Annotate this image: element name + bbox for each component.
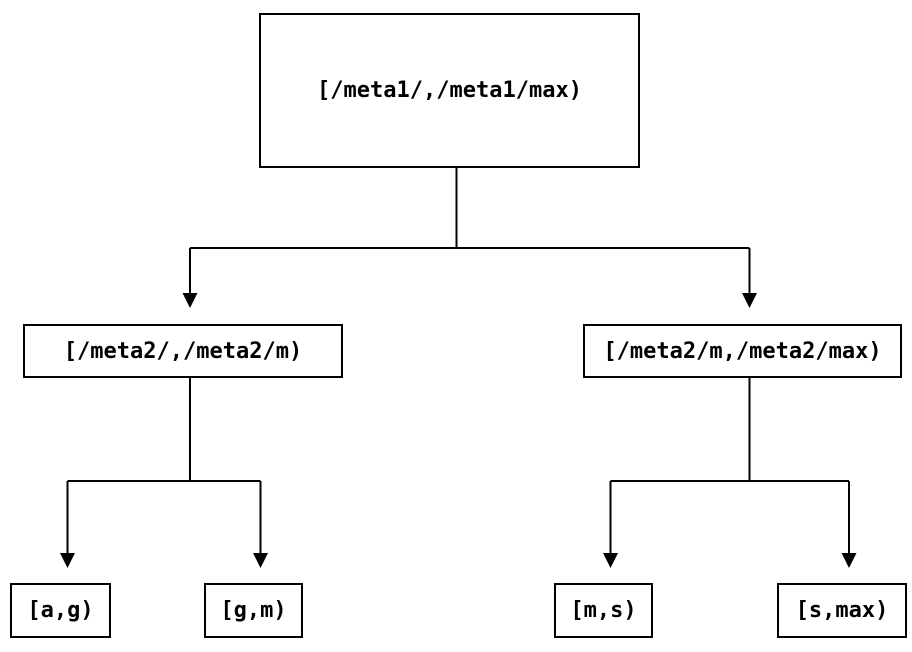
tree-node-leaf-ms: [m,s) [554, 583, 653, 638]
tree-node-left: [/meta2/,/meta2/m) [23, 324, 343, 378]
tree-node-right-label: [/meta2/m,/meta2/max) [603, 338, 882, 364]
arrowhead-left-right-icon [253, 553, 268, 568]
tree-node-leaf-ag-label: [a,g) [27, 598, 94, 623]
arrowhead-right-left-icon [603, 553, 618, 568]
tree-node-root-label: [/meta1/,/meta1/max) [317, 78, 582, 103]
arrowhead-right-right-icon [841, 553, 857, 568]
arrowhead-right-icon [742, 293, 757, 308]
tree-node-leaf-gm: [g,m) [204, 583, 303, 638]
tree-node-root: [/meta1/,/meta1/max) [259, 13, 640, 168]
arrowhead-left-icon [182, 293, 198, 308]
tree-node-leaf-gm-label: [g,m) [220, 598, 287, 623]
tree-node-right: [/meta2/m,/meta2/max) [583, 324, 902, 378]
tree-node-leaf-smax-label: [s,max) [795, 598, 889, 623]
tree-node-leaf-ms-label: [m,s) [570, 598, 637, 623]
arrowhead-left-left-icon [60, 553, 75, 568]
tree-node-left-label: [/meta2/,/meta2/m) [63, 338, 303, 364]
tree-node-leaf-smax: [s,max) [777, 583, 907, 638]
tree-node-leaf-ag: [a,g) [10, 583, 111, 638]
